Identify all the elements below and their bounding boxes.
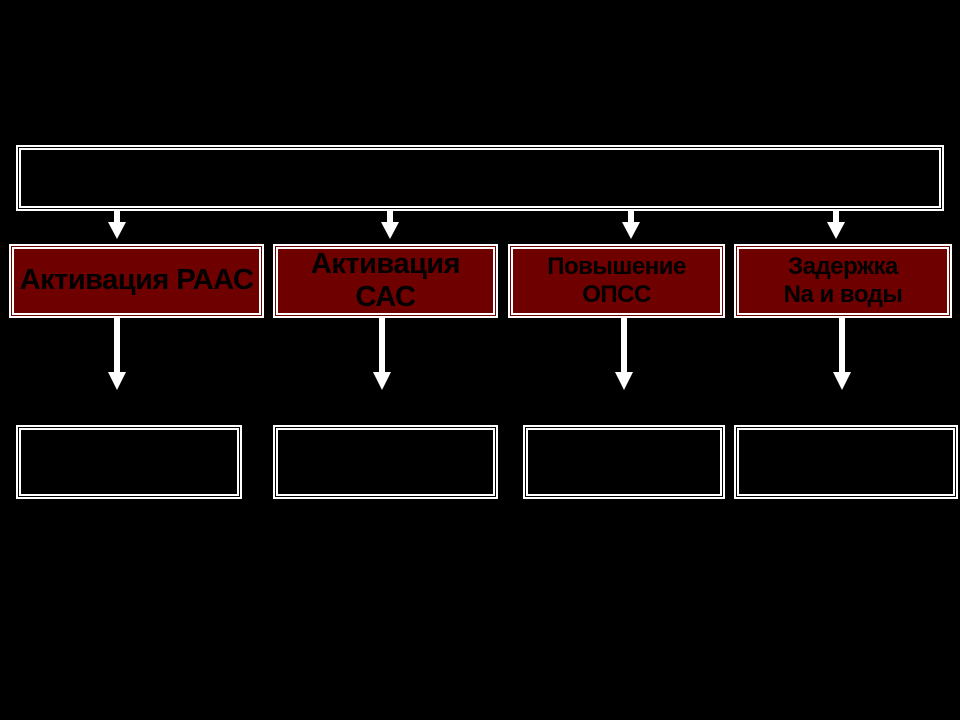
arrow-middle-to-bottom-4 xyxy=(833,316,851,390)
middle-box-raas-label: Активация РААС xyxy=(19,264,254,297)
arrow-middle-to-bottom-2 xyxy=(373,316,391,390)
bottom-box-3 xyxy=(523,425,725,499)
middle-box-na-water-label: Задержка Na и воды xyxy=(783,253,903,308)
middle-box-raas: Активация РААС xyxy=(9,244,264,318)
bottom-box-1 xyxy=(16,425,242,499)
bottom-box-4 xyxy=(734,425,958,499)
middle-box-na-water: Задержка Na и воды xyxy=(734,244,952,318)
middle-box-sas: Активация САС xyxy=(273,244,498,318)
arrow-top-to-middle-2 xyxy=(381,210,399,239)
top-box xyxy=(16,145,944,211)
arrow-middle-to-bottom-1 xyxy=(108,316,126,390)
arrow-middle-to-bottom-3 xyxy=(615,316,633,390)
arrow-top-to-middle-4 xyxy=(827,210,845,239)
middle-box-opss-label: Повышение ОПСС xyxy=(547,253,686,308)
arrow-top-to-middle-3 xyxy=(622,210,640,239)
middle-box-opss: Повышение ОПСС xyxy=(508,244,725,318)
bottom-box-2 xyxy=(273,425,498,499)
middle-box-sas-label: Активация САС xyxy=(310,247,461,313)
arrow-top-to-middle-1 xyxy=(108,210,126,239)
